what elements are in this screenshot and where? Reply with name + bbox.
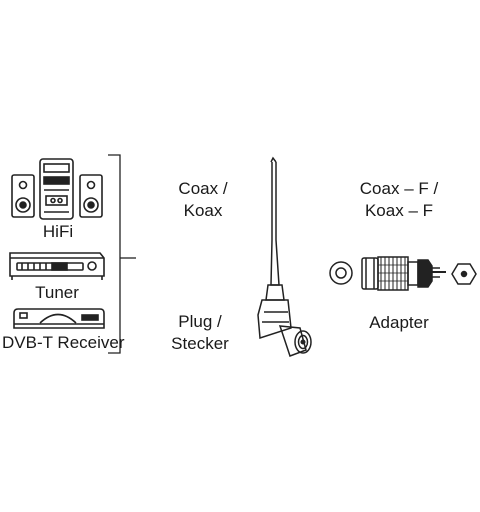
hifi-icon [11,158,103,220]
coax-type-label-line2: Koax [183,201,223,220]
adapter-front-view-icon [329,261,353,285]
adapter-type-label-line1: Coax – F / [359,179,439,198]
dvbt-receiver-label: DVB-T Receiver [2,333,125,352]
plug-label-line1: Plug / [178,312,222,331]
tuner-icon [9,252,105,280]
coax-angled-plug-icon [257,156,312,357]
dvbt-receiver-icon [13,308,105,329]
coax-type-label-line1: Coax / [178,179,228,198]
tuner-label: Tuner [35,283,79,302]
device-group-bracket [108,154,136,354]
hifi-label: HiFi [42,222,74,241]
plug-label-line2: Stecker [171,334,229,353]
adapter-hex-end-icon [451,263,477,285]
coax-f-adapter-icon [361,256,446,291]
adapter-type-label-line2: Koax – F [364,201,434,220]
adapter-label: Adapter [369,313,429,332]
